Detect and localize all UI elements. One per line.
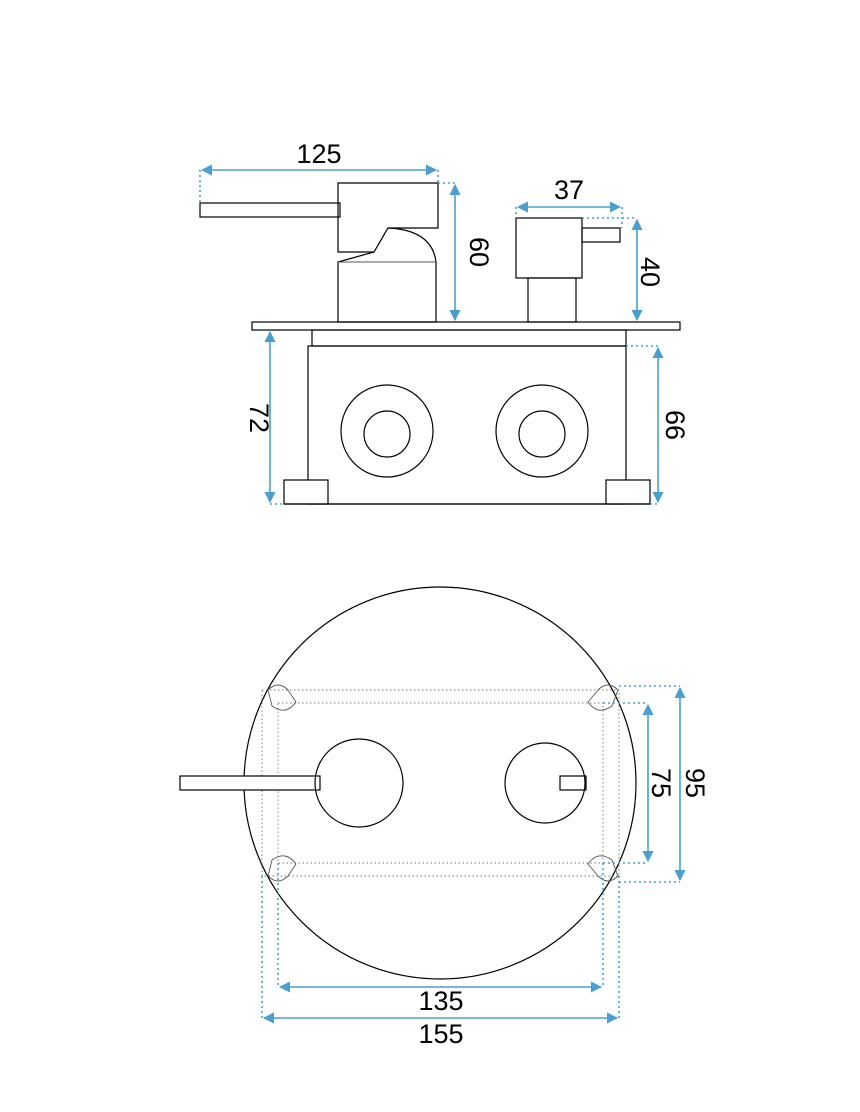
side-view: 125 60 37 40 72 66	[199, 139, 690, 505]
side-left-foot	[283, 479, 329, 505]
side-port-right-outer	[495, 384, 589, 478]
side-box-top-strip	[311, 329, 627, 347]
side-port-right-inner	[518, 410, 566, 458]
dim-60-label: 60	[464, 237, 494, 267]
side-mixer-head	[337, 182, 439, 253]
side-box-body	[307, 345, 627, 505]
front-ear-bottom-right	[587, 855, 619, 882]
front-diverter-lever	[559, 775, 587, 791]
side-right-foot	[605, 479, 651, 505]
front-mixer-lever	[179, 775, 321, 791]
side-port-left-outer	[340, 384, 434, 478]
dim-155-label: 155	[418, 1019, 463, 1049]
front-view: 75 95 135 155	[179, 586, 710, 1049]
front-ear-top-right	[587, 684, 619, 711]
side-mixer-lever	[199, 202, 341, 218]
dim-37-label: 37	[554, 175, 584, 205]
dim-125-label: 125	[296, 139, 341, 169]
front-hidden-box	[277, 702, 604, 864]
dim-40-label: 40	[635, 257, 665, 287]
front-ear-top-left	[267, 684, 297, 711]
dim-75-label: 75	[646, 768, 676, 798]
dim-135-label: 135	[418, 986, 463, 1016]
front-mixer-knob	[314, 738, 404, 828]
dim-66-label: 66	[660, 410, 690, 440]
side-diverter-stem	[527, 277, 577, 323]
side-diverter-lever	[581, 227, 621, 243]
side-port-left-inner	[363, 410, 411, 458]
side-mixer-body	[337, 227, 437, 323]
front-ear-bottom-left	[267, 855, 297, 882]
side-diverter-head	[515, 217, 583, 279]
front-diverter-knob	[504, 742, 586, 824]
dim-95-label: 95	[680, 768, 710, 798]
side-cover-plate	[251, 321, 681, 331]
dim-72-label: 72	[244, 403, 274, 433]
